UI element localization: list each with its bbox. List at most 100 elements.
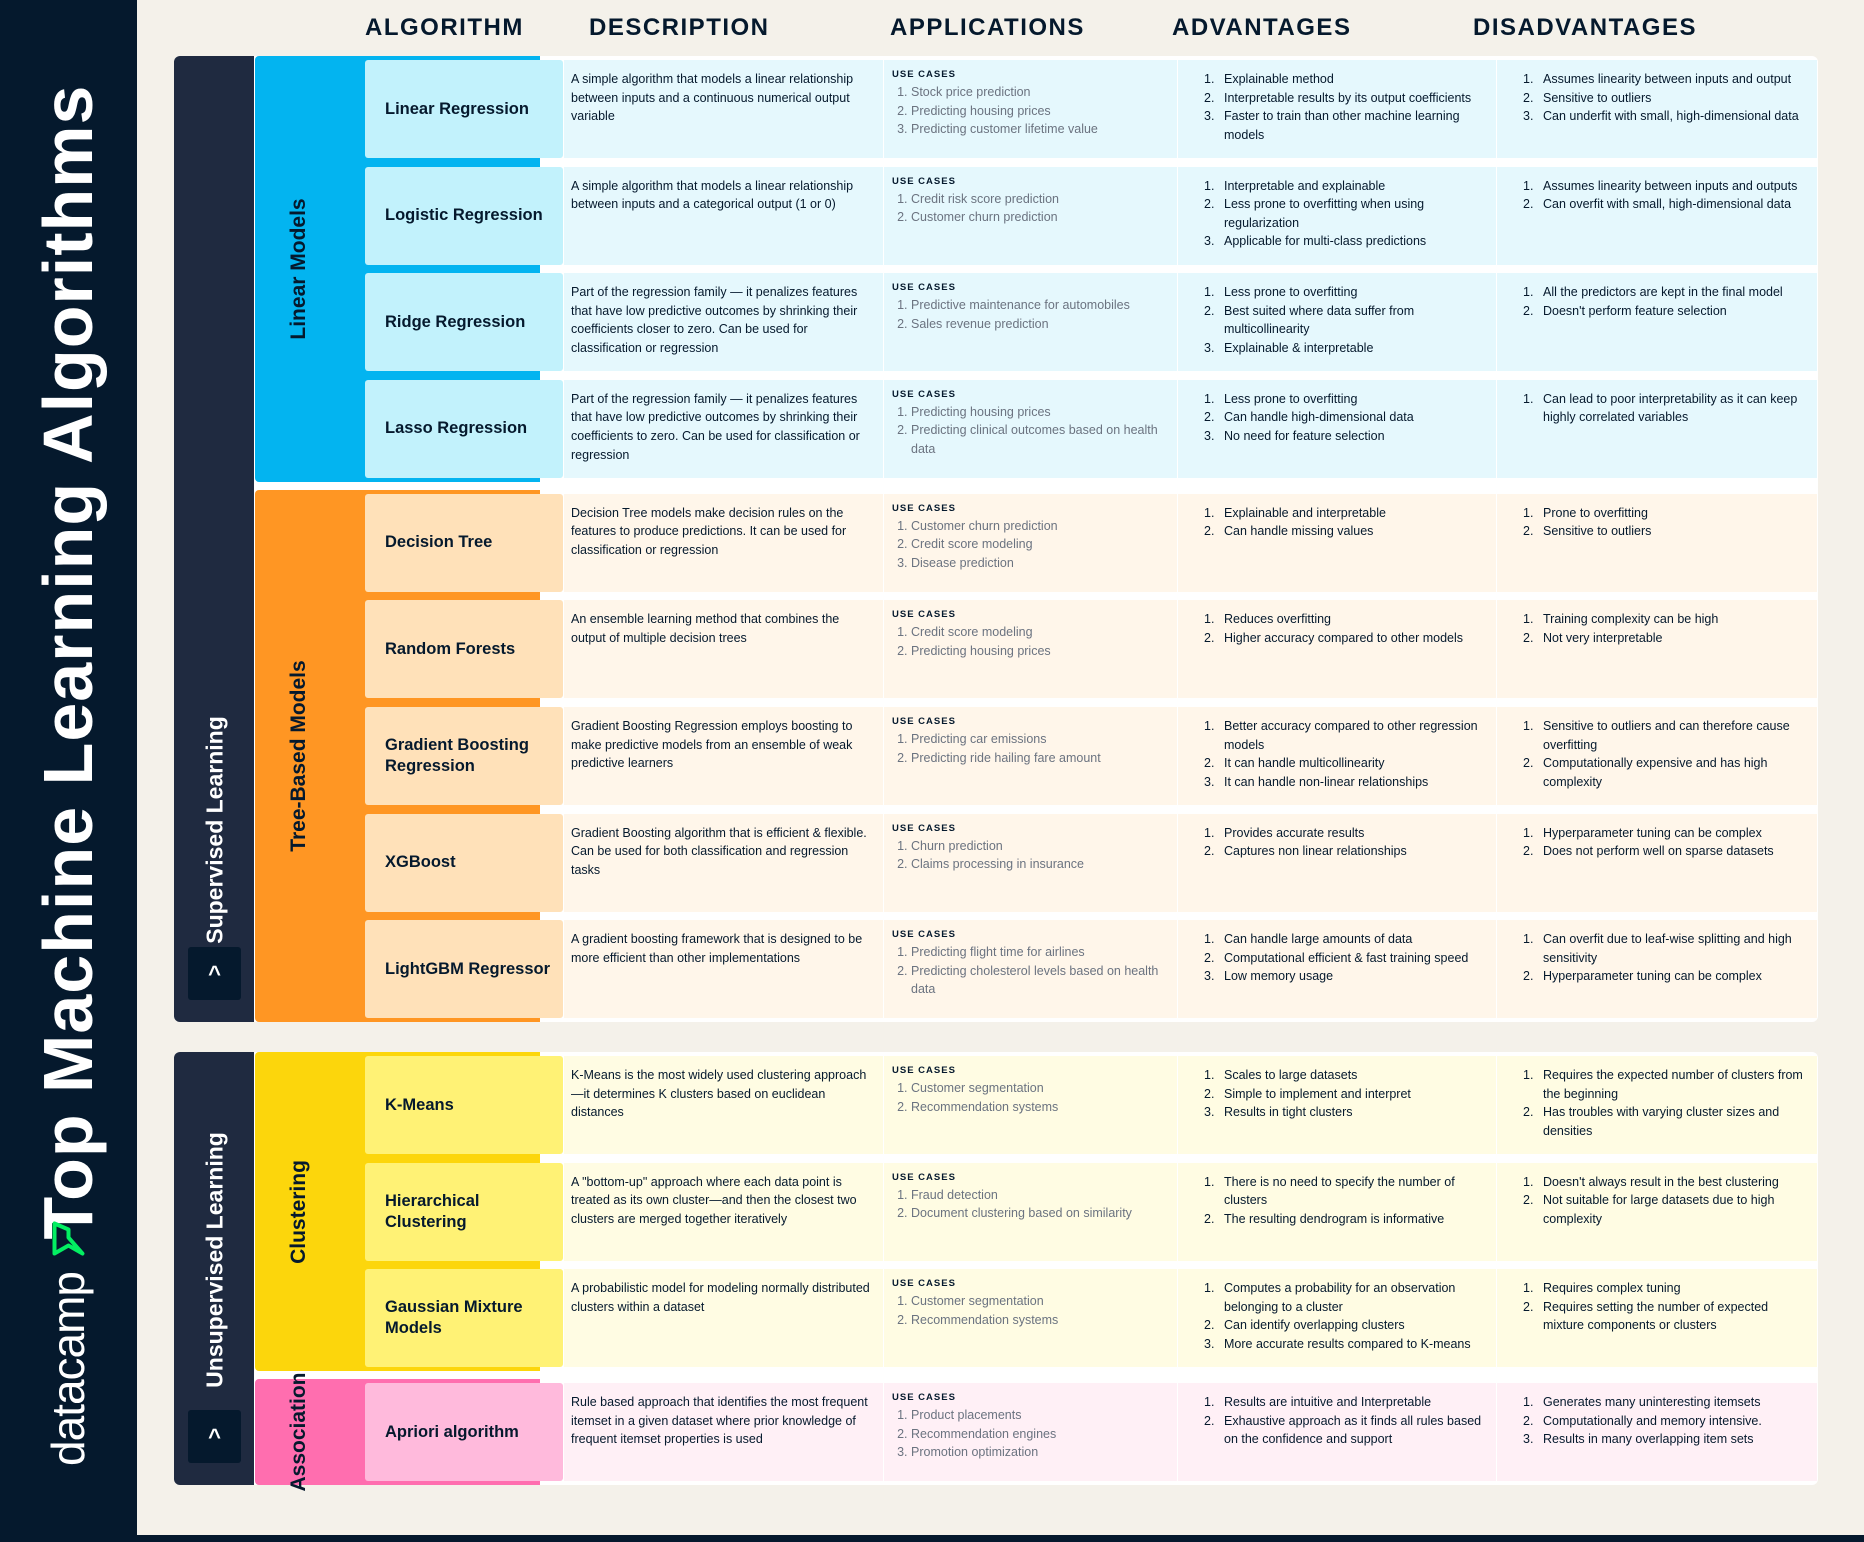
group-label: Association <box>287 1372 310 1492</box>
applications-cell: USE CASESCustomer segmentationRecommenda… <box>884 1056 1177 1154</box>
disadvantage-item: Not suitable for large datasets due to h… <box>1543 1193 1775 1226</box>
applications-cell: USE CASESStock price predictionPredictin… <box>884 60 1177 158</box>
description-text: A probabilistic model for modeling norma… <box>571 1281 870 1314</box>
use-cases-label: USE CASES <box>892 388 956 400</box>
use-case-item: Customer churn prediction <box>911 208 1169 227</box>
description-text: K-Means is the most widely used clusteri… <box>571 1068 867 1120</box>
algorithm-name[interactable]: Apriori algorithm <box>365 1383 563 1482</box>
use-case-item: Churn prediction <box>911 837 1169 856</box>
advantage-item: Can handle missing values <box>1224 524 1374 539</box>
advantage-item: Scales to large datasets <box>1224 1068 1358 1082</box>
disadvantage-item: Sensitive to outliers <box>1543 524 1652 539</box>
collapse-section-button[interactable]: ^ <box>188 947 241 1001</box>
use-case-item: Promotion optimization <box>911 1443 1169 1462</box>
description-cell: Gradient Boosting algorithm that is effi… <box>564 813 883 912</box>
disadvantage-item: Assumes linearity between inputs and out… <box>1543 72 1792 86</box>
use-case-list: Credit risk score predictionCustomer chu… <box>892 190 1169 227</box>
use-case-list: Product placementsRecommendation engines… <box>892 1406 1169 1462</box>
applications-cell: USE CASESFraud detectionDocument cluster… <box>884 1162 1177 1261</box>
algorithm-name[interactable]: XGBoost <box>365 813 563 912</box>
use-case-list: Fraud detectionDocument clustering based… <box>892 1186 1169 1223</box>
algorithm-name[interactable]: Lasso Regression <box>365 379 563 478</box>
use-cases-label: USE CASES <box>892 822 956 834</box>
algorithm-name[interactable]: Hierarchical Clustering <box>365 1162 563 1261</box>
advantages-cell: Better accuracy compared to other regres… <box>1178 707 1496 805</box>
collapse-section-button[interactable]: ^ <box>188 1410 241 1464</box>
description-cell: A probabilistic model for modeling norma… <box>564 1269 883 1368</box>
algorithm-name[interactable]: Gradient Boosting Regression <box>365 707 563 805</box>
disadvantages-cell: Sensitive to outliers and can therefore … <box>1497 707 1817 805</box>
group-label: Clustering <box>287 1159 310 1264</box>
advantage-item: Less prone to overfitting <box>1224 391 1358 406</box>
use-case-list: Customer churn predictionCredit score mo… <box>892 517 1169 573</box>
section-panel <box>174 56 254 1023</box>
applications-cell: USE CASES Predicting car emissionsPredict… <box>884 707 1177 805</box>
applications-cell: USE CASESPredicting flight time for airl… <box>884 920 1177 1019</box>
disadvantage-item: Doesn't always result in the best cluste… <box>1543 1174 1779 1189</box>
algorithm-name[interactable]: Gaussian Mixture Models <box>365 1269 563 1368</box>
use-case-item: Recommendation systems <box>911 1098 1169 1117</box>
column-header-description: DESCRIPTION <box>589 14 770 41</box>
advantage-item: Explainable method <box>1224 72 1334 86</box>
use-case-item: Fraud detection <box>911 1186 1169 1205</box>
bottom-bar <box>137 1535 1864 1542</box>
advantage-item: Applicable for multi-class predictions <box>1224 234 1427 249</box>
advantage-item: Reduces overfitting <box>1224 612 1332 627</box>
disadvantage-item: Can underfit with small, high-dimensiona… <box>1543 109 1799 124</box>
algorithm-name[interactable]: Ridge Regression <box>365 273 563 372</box>
use-case-item: Document clustering based on similarity <box>911 1204 1169 1223</box>
algorithm-name[interactable]: Logistic Regression <box>365 166 563 265</box>
applications-cell: USE CASESChurn predictionClaims processi… <box>884 813 1177 912</box>
description-cell: Rule based approach that identifies the … <box>564 1383 883 1482</box>
disadvantages-cell: Requires the expected number of clusters… <box>1497 1056 1817 1154</box>
algorithm-name[interactable]: Random Forests <box>365 600 563 699</box>
use-case-item: Predicting flight time for airlines <box>911 943 1169 962</box>
disadvantage-list: Requires the expected number of clusters… <box>1523 1066 1811 1140</box>
group-label: Linear Models <box>287 198 310 340</box>
use-cases-label: USE CASES <box>892 1392 956 1404</box>
brand-wordmark: datacamp <box>42 1271 94 1467</box>
advantage-item: Better accuracy compared to other regres… <box>1224 719 1478 752</box>
applications-cell: USE CASESCredit score modelingPredicting… <box>884 600 1177 699</box>
algorithm-name[interactable]: K-Means <box>365 1056 563 1154</box>
use-cases-label: USE CASES <box>892 502 956 514</box>
use-case-item: Predictive maintenance for automobiles <box>911 296 1169 315</box>
section-label: Supervised Learning <box>201 716 228 944</box>
advantage-item: Results in tight clusters <box>1224 1105 1353 1120</box>
algorithm-name[interactable]: Decision Tree <box>365 493 563 592</box>
use-cases-label: USE CASES <box>892 69 956 80</box>
disadvantage-item: Requires setting the number of expected … <box>1543 1299 1769 1333</box>
advantage-item: Less prone to overfitting when using reg… <box>1224 197 1425 230</box>
description-text: Decision Tree models make decision rules… <box>571 505 847 557</box>
advantage-item: Higher accuracy compared to other models <box>1224 630 1464 645</box>
description-cell: A simple algorithm that models a linear … <box>564 166 883 265</box>
use-case-item: Customer segmentation <box>911 1079 1169 1098</box>
use-case-item: Predicting car emissions <box>911 730 1169 749</box>
disadvantages-cell: All the predictors are kept in the final… <box>1497 273 1817 372</box>
advantage-list: Computes a probability for an observatio… <box>1204 1279 1488 1353</box>
disadvantage-item: Assumes linearity between inputs and out… <box>1543 178 1798 193</box>
advantage-item: Results are intuitive and Interpretable <box>1224 1395 1432 1410</box>
algorithm-name[interactable]: Linear Regression <box>365 60 563 158</box>
algorithm-name[interactable]: LightGBM Regressor <box>365 920 563 1019</box>
disadvantage-item: Can overfit with small, high-dimensional… <box>1543 197 1792 212</box>
use-case-list: Predicting car emissionsPredicting ride … <box>892 730 1169 767</box>
description-cell: A "bottom-up" approach where each data p… <box>564 1162 883 1261</box>
disadvantages-cell: Can lead to poor interpretability as it … <box>1497 379 1817 478</box>
description-text: A simple algorithm that models a linear … <box>571 178 854 212</box>
advantages-cell: There is no need to specify the number o… <box>1178 1162 1496 1261</box>
use-cases-label: USE CASES <box>892 716 956 727</box>
advantage-item: Exhaustive approach as it finds all rule… <box>1224 1413 1482 1447</box>
